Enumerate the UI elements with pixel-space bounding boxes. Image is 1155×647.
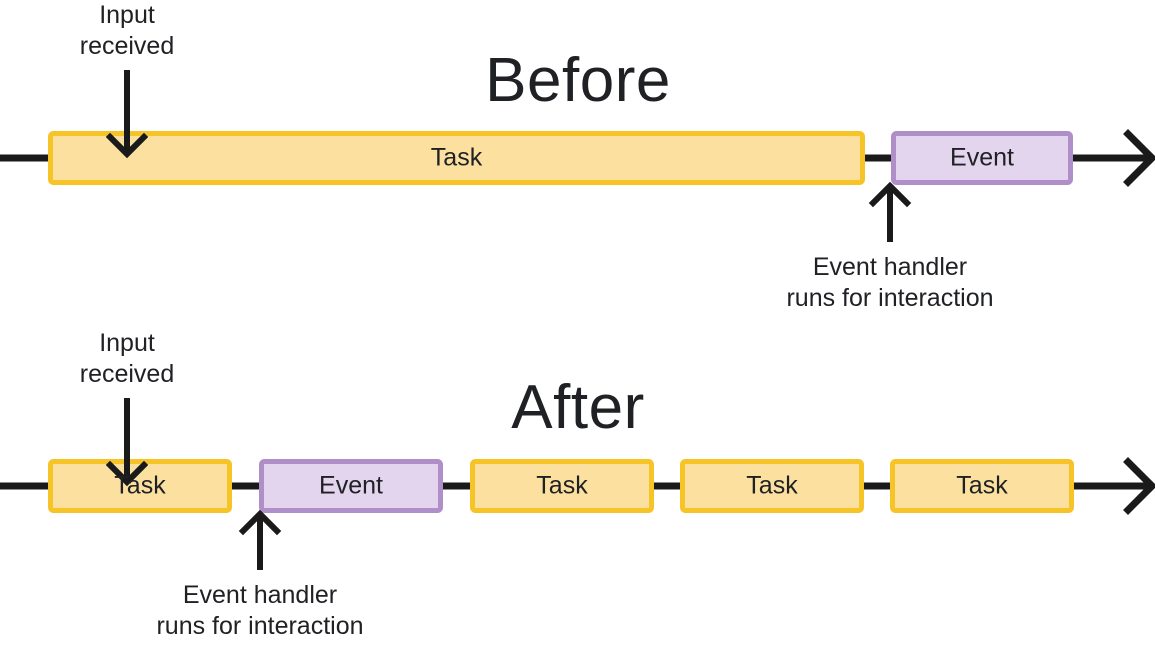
task-box-before-0 <box>48 131 865 185</box>
event-box-label: Event <box>319 471 383 500</box>
task-box-label: Task <box>746 471 798 500</box>
task-box-after-0 <box>48 459 232 513</box>
task-box-label: Task <box>956 471 1008 500</box>
annotation-arrow-event-handler-after <box>238 509 282 570</box>
annotation-arrow-event-handler-before-head <box>868 181 912 208</box>
task-box-label: Task <box>536 471 588 500</box>
task-box-label: Task <box>114 471 166 500</box>
annotation-label-input-received: Input received <box>79 329 175 388</box>
task-box-after-3 <box>680 459 864 513</box>
annotation-arrow-input-received-before <box>105 70 149 159</box>
annotation-label-event-handler: Event handler runs for interaction <box>156 581 364 640</box>
task-box-after-4 <box>890 459 1074 513</box>
timeline-arrowhead-after <box>1123 457 1155 515</box>
event-box-before-1 <box>891 131 1073 185</box>
event-box-after-1 <box>259 459 443 513</box>
annotation-label-input-received: Input received <box>79 1 175 60</box>
annotation-arrow-input-received-after <box>105 398 149 487</box>
section-title-after: After <box>511 373 645 442</box>
annotation-arrow-event-handler-after-head <box>238 509 282 536</box>
annotation-arrow-event-handler-before <box>868 181 912 242</box>
task-box-label: Task <box>430 143 483 172</box>
task-box-after-2 <box>470 459 654 513</box>
timeline-arrowhead-before <box>1123 129 1155 187</box>
annotation-arrow-input-received-before-head <box>105 132 149 159</box>
annotation-arrow-input-received-after-head <box>105 460 149 487</box>
annotation-label-event-handler: Event handler runs for interaction <box>786 253 994 312</box>
event-box-label: Event <box>950 143 1014 172</box>
section-title-before: Before <box>485 46 671 115</box>
